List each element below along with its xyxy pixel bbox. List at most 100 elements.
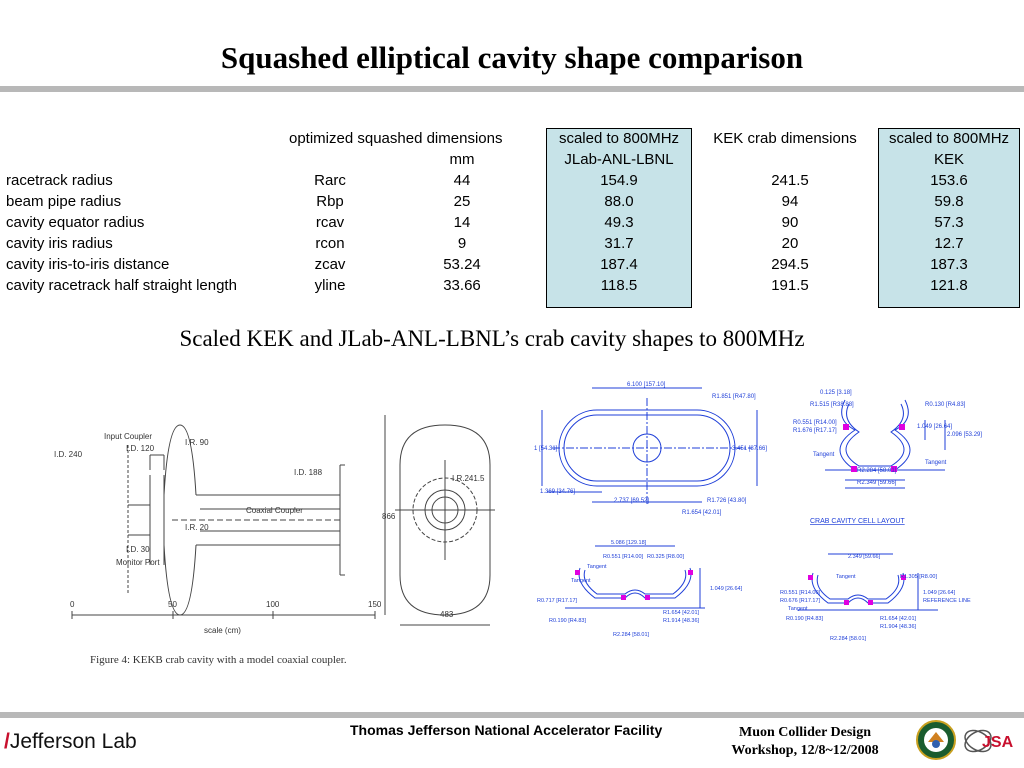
header-mm: mm	[449, 151, 475, 168]
row-kek: 20	[781, 235, 799, 252]
row-name: cavity equator radius	[6, 214, 145, 231]
dim-r0551: R0.551 [R14.00]	[603, 554, 644, 560]
dim-r1726: R1.726 [43.80]	[707, 498, 747, 504]
row-scaled-jlab: 31.7	[604, 235, 634, 252]
workshop-info: Muon Collider Design Workshop, 12/8~12/2…	[700, 724, 910, 760]
header-scaled-kek-1: scaled to 800MHz	[888, 130, 1010, 147]
dim-r1369: 1.369 [34.76]	[540, 489, 575, 495]
row-optimized: 53.24	[443, 256, 481, 273]
dim-r2737: 2.737 [69.52]	[614, 498, 649, 504]
row-optimized: 9	[457, 235, 467, 252]
scale-tick: 0	[70, 600, 75, 609]
row-optimized: 25	[453, 193, 471, 210]
dim-width-top: 5.086 [129.18]	[611, 540, 647, 546]
scale-tick: 150	[368, 600, 382, 609]
header-scaled-kek-2: KEK	[933, 151, 964, 168]
row-kek: 94	[781, 193, 799, 210]
row-symbol: rcon	[315, 235, 345, 252]
row-symbol: Rarc	[314, 172, 346, 189]
dim-d1049: 1.049 [26.64]	[923, 590, 956, 596]
header-kek: KEK crab dimensions	[713, 130, 857, 147]
comparison-table: optimized squashed dimensions mm scaled …	[0, 128, 1024, 308]
slide-title: Squashed elliptical cavity shape compari…	[220, 40, 804, 75]
jefferson-lab-logo: /Jefferson Lab	[4, 730, 137, 754]
dim-d1049: 1.049 [26.64]	[917, 424, 952, 430]
tangent-right-label: Tangent	[925, 460, 947, 466]
figure-caption: Figure 4: KEKB crab cavity with a model …	[90, 654, 347, 666]
row-scaled-jlab: 187.4	[600, 256, 638, 273]
dim-height-right: 3.451 [87.66]	[732, 446, 767, 452]
dim-r2284: R2.284 [58.01]	[830, 636, 867, 642]
highlight-scaled-jlab	[546, 128, 692, 308]
row-name: cavity iris radius	[6, 235, 113, 252]
dim-r0130: R0.130 [R4.83]	[925, 402, 966, 408]
row-scaled-kek: 187.3	[930, 256, 968, 273]
label-id-188: I.D. 188	[294, 468, 323, 477]
row-scaled-kek: 59.8	[934, 193, 964, 210]
dim-r0325: R0.325 [R8.00]	[647, 554, 684, 560]
dim-r1654: R1.654 [42.01]	[682, 510, 722, 516]
scale-tick: 100	[266, 600, 280, 609]
row-name: beam pipe radius	[6, 193, 122, 210]
bottom-divider	[0, 712, 1024, 718]
tangent-left-label: Tangent	[813, 452, 835, 458]
scale-label: scale (cm)	[204, 626, 241, 635]
label-866: 866	[382, 512, 396, 521]
kekb-crab-cavity-figure: Input Coupler I.D. 240 I.D. 120 I.R. 90 …	[54, 415, 495, 635]
dim-r1305: R1.305 [R8.00]	[900, 574, 937, 580]
row-kek: 241.5	[771, 172, 809, 189]
label-ir-241-5: I.R.241.5	[452, 474, 485, 483]
row-kek: 191.5	[771, 277, 809, 294]
label-id-240: I.D. 240	[54, 450, 83, 459]
dim-r2284: R2.284 [58.01]	[613, 632, 650, 638]
dim-r2284: R2.284 [58.01]	[857, 468, 897, 474]
label-coaxial-coupler: Coaxial Coupler	[246, 506, 303, 515]
dim-r1654: R1.654 [42.01]	[880, 616, 917, 622]
reference-line-label: REFERENCE LINE	[923, 598, 971, 604]
dim-r1654: R1.654 [42.01]	[663, 610, 700, 616]
dim-r1904: R1.904 [48.36]	[880, 624, 917, 630]
dim-r0551: R0.551 [R14.00]	[780, 590, 821, 596]
header-scaled-jlab-2: JLab-ANL-LBNL	[564, 151, 674, 168]
crab-cavity-cell-layout-title: CRAB CAVITY CELL LAYOUT	[810, 518, 905, 525]
dim-r1515: R1.515 [R38.88]	[810, 402, 854, 408]
scale-tick: 50	[168, 600, 177, 609]
row-scaled-kek: 153.6	[930, 172, 968, 189]
dim-width-top: 6.100 [157.10]	[627, 382, 666, 388]
row-name: racetrack radius	[6, 172, 113, 189]
workshop-line-2: Workshop, 12/8~12/2008	[731, 743, 879, 758]
label-483: 483	[440, 610, 454, 619]
dim-r0190: R0.190 [R4.83]	[549, 618, 586, 624]
logo-text: Jefferson Lab	[9, 730, 137, 753]
label-ir-90: I.R. 90	[185, 438, 209, 447]
dim-top-label: 0.125 [3.18]	[820, 390, 852, 396]
logo-slash-icon: /	[4, 730, 10, 753]
row-scaled-jlab: 118.5	[600, 277, 638, 294]
tangent-label: Tangent	[587, 564, 607, 570]
dim-height-left: 1 [54.31]	[534, 446, 558, 452]
top-divider	[0, 86, 1024, 92]
dim-r1851: R1.851 [R47.80]	[712, 394, 756, 400]
row-symbol: rcav	[315, 214, 345, 231]
facility-name: Thomas Jefferson National Accelerator Fa…	[350, 722, 663, 738]
row-optimized: 33.66	[443, 277, 481, 294]
header-scaled-jlab-1: scaled to 800MHz	[558, 130, 680, 147]
jsa-logo-text: JSA	[982, 734, 1014, 751]
dim-r1914: R1.914 [48.36]	[663, 618, 700, 624]
doe-seal-icon	[916, 720, 956, 760]
jlab-cell-profile-drawing: 5.086 [129.18] R0.551 [R14.00] R0.325 [R…	[537, 540, 743, 638]
row-scaled-jlab: 49.3	[604, 214, 634, 231]
label-ir-20: I.R. 20	[185, 523, 209, 532]
dim-r0676: R0.676 [R17.17]	[780, 598, 821, 604]
row-name: cavity racetrack half straight length	[6, 277, 237, 294]
label-id-30: I.D. 30	[126, 545, 150, 554]
row-optimized: 14	[453, 214, 471, 231]
racetrack-cross-section-drawing: 6.100 [157.10] R1.851 [R47.80] 1 [54.31]…	[534, 382, 767, 516]
workshop-line-1: Muon Collider Design	[739, 725, 871, 740]
slide-subtitle: Scaled KEK and JLab-ANL-LBNL’s crab cavi…	[179, 326, 805, 351]
row-symbol: zcav	[314, 256, 346, 273]
dim-d1049: 1.049 [26.64]	[710, 586, 743, 592]
dim-r0190: R0.190 [R4.83]	[786, 616, 823, 622]
row-scaled-kek: 12.7	[934, 235, 964, 252]
row-scaled-jlab: 154.9	[600, 172, 638, 189]
